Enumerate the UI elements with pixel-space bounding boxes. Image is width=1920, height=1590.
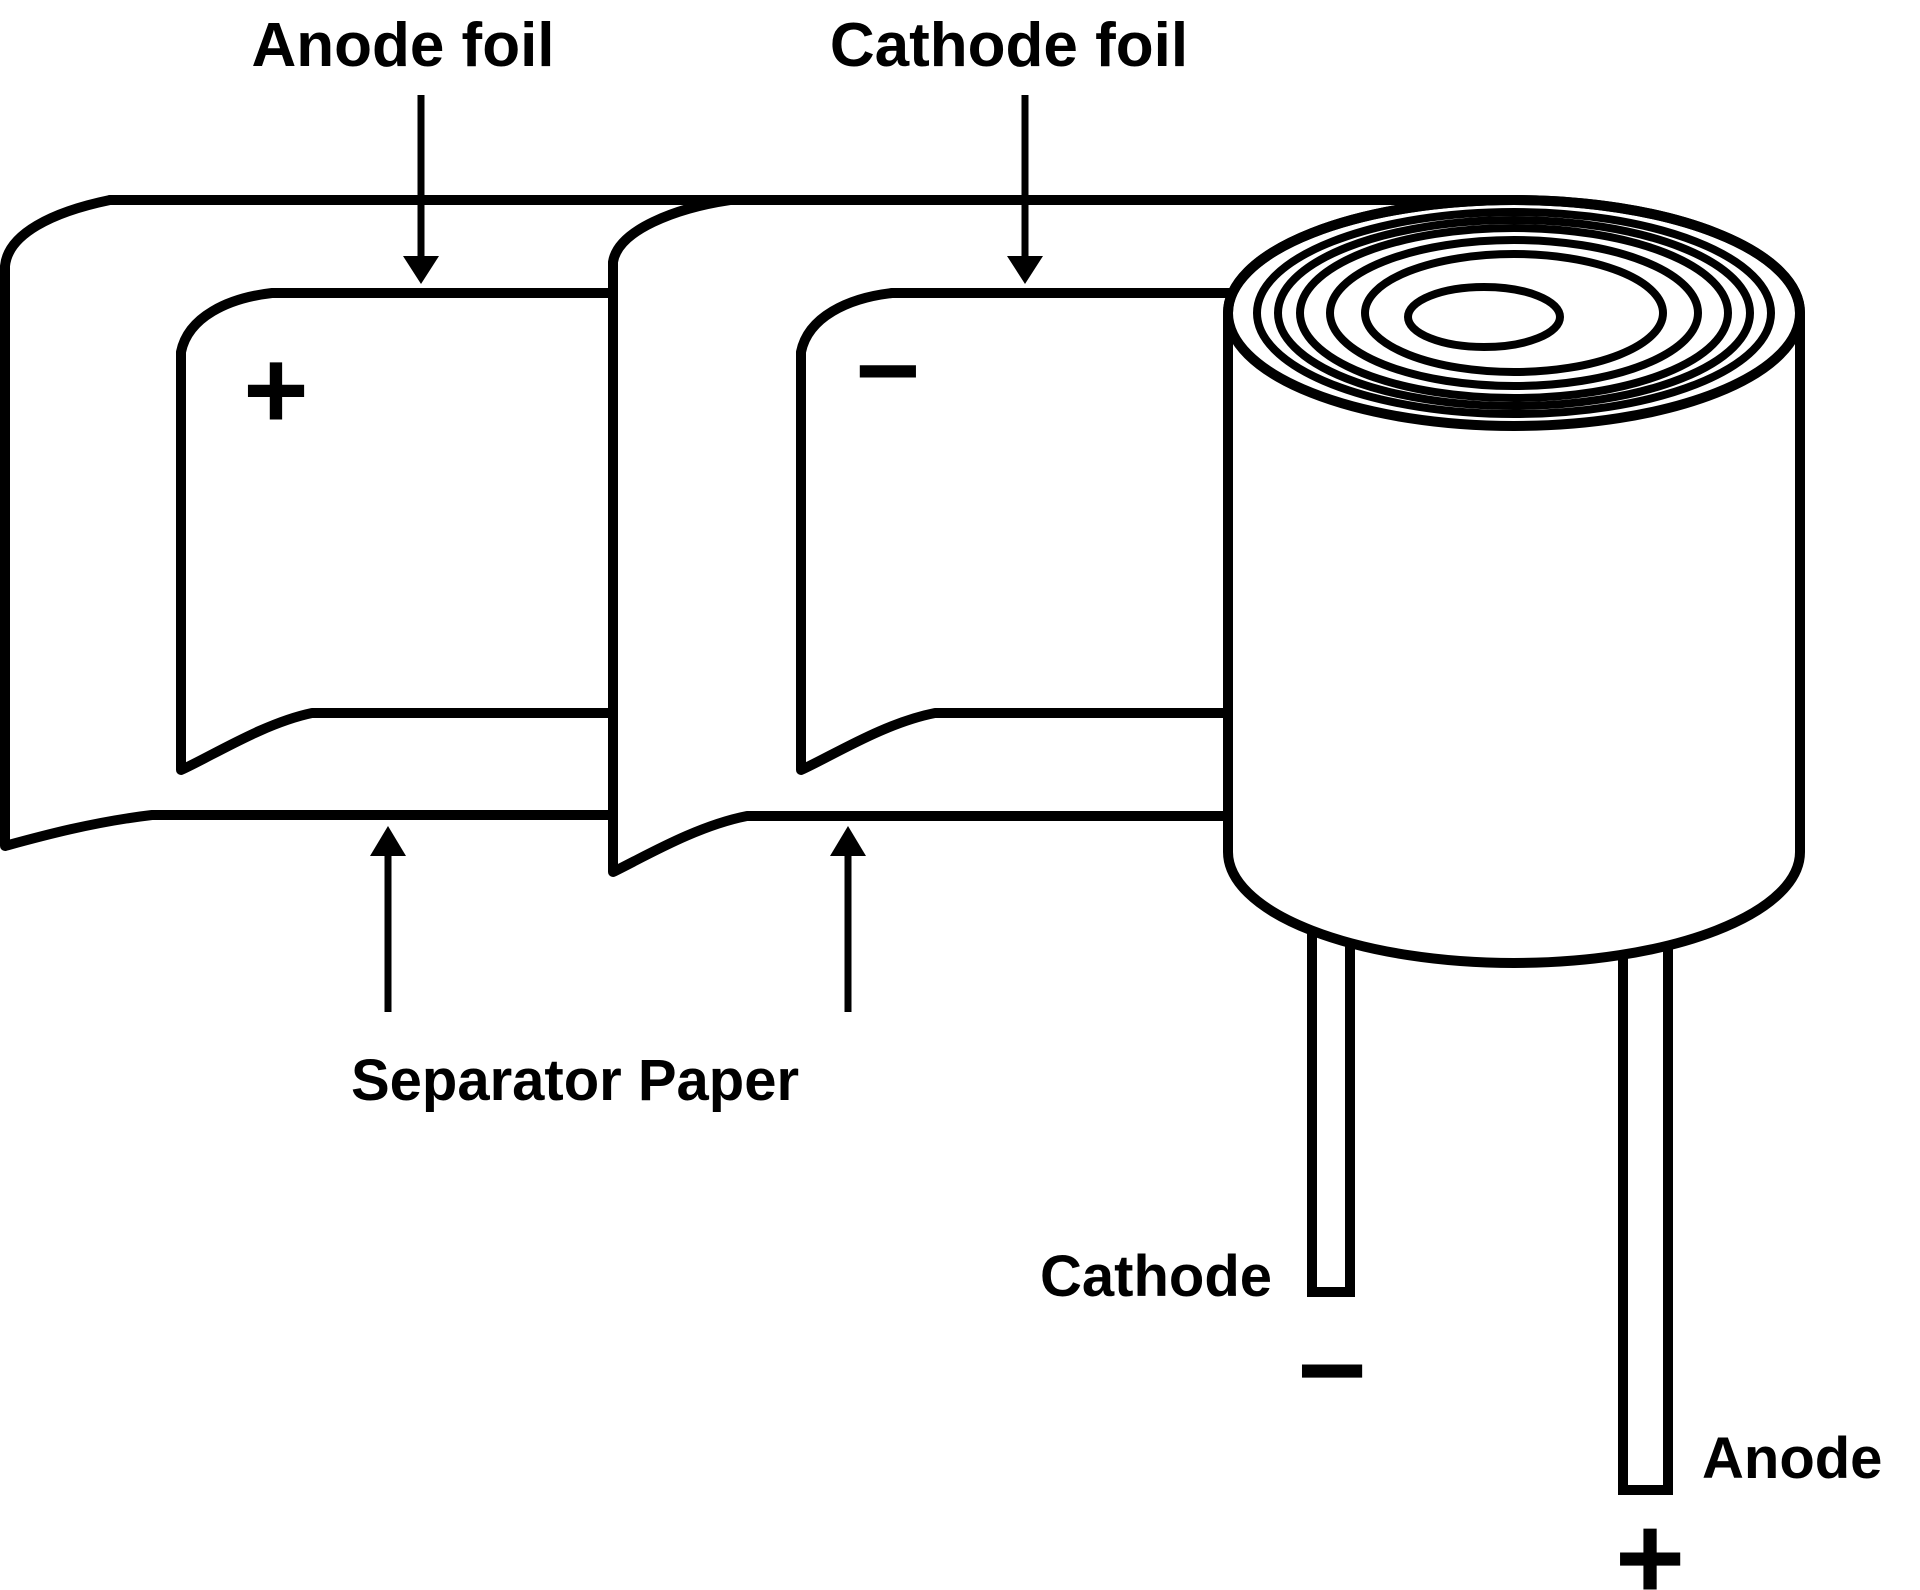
cathode-foil-minus-sign: −	[855, 308, 920, 433]
anode-foil-sheet	[176, 288, 617, 775]
roll-winding-ring	[1253, 208, 1775, 418]
separator-sheet-2	[608, 195, 1235, 877]
roll-top-outer-rim	[1223, 195, 1805, 431]
anode-lead-label: Anode	[1702, 1426, 1882, 1491]
roll-winding-ring	[1296, 224, 1732, 402]
anode-foil-arrow	[403, 95, 439, 284]
arrow-up-icon	[370, 826, 406, 856]
roll-winding-ring	[1326, 236, 1702, 390]
cathode-lead-label: Cathode	[1040, 1244, 1272, 1309]
cathode-foil-arrow	[1007, 95, 1043, 284]
anode-foil-label: Anode foil	[251, 11, 554, 80]
arrow-down-icon	[403, 256, 439, 284]
cathode-foil-label: Cathode foil	[830, 11, 1188, 80]
roll-winding-core	[1404, 283, 1564, 351]
roll-winding-ring	[1274, 216, 1754, 410]
anode-lead-plus-sign: +	[1615, 1491, 1685, 1590]
capacitor-roll-body	[1223, 195, 1805, 968]
cathode-lead-minus-sign: −	[1297, 1303, 1367, 1437]
cathode-lead-wire	[1307, 875, 1355, 1297]
separator-paper-arrow-left	[370, 826, 406, 1012]
separator-sheet-1	[0, 195, 613, 851]
roll-winding-ring	[1361, 250, 1667, 376]
anode-lead-wire	[1618, 875, 1673, 1495]
separator-paper-arrow-right	[830, 826, 866, 1012]
arrow-down-icon	[1007, 256, 1043, 284]
cathode-foil-sheet	[796, 288, 1237, 775]
arrow-up-icon	[830, 826, 866, 856]
anode-foil-plus-sign: +	[243, 328, 308, 453]
separator-paper-label: Separator Paper	[351, 1048, 799, 1113]
